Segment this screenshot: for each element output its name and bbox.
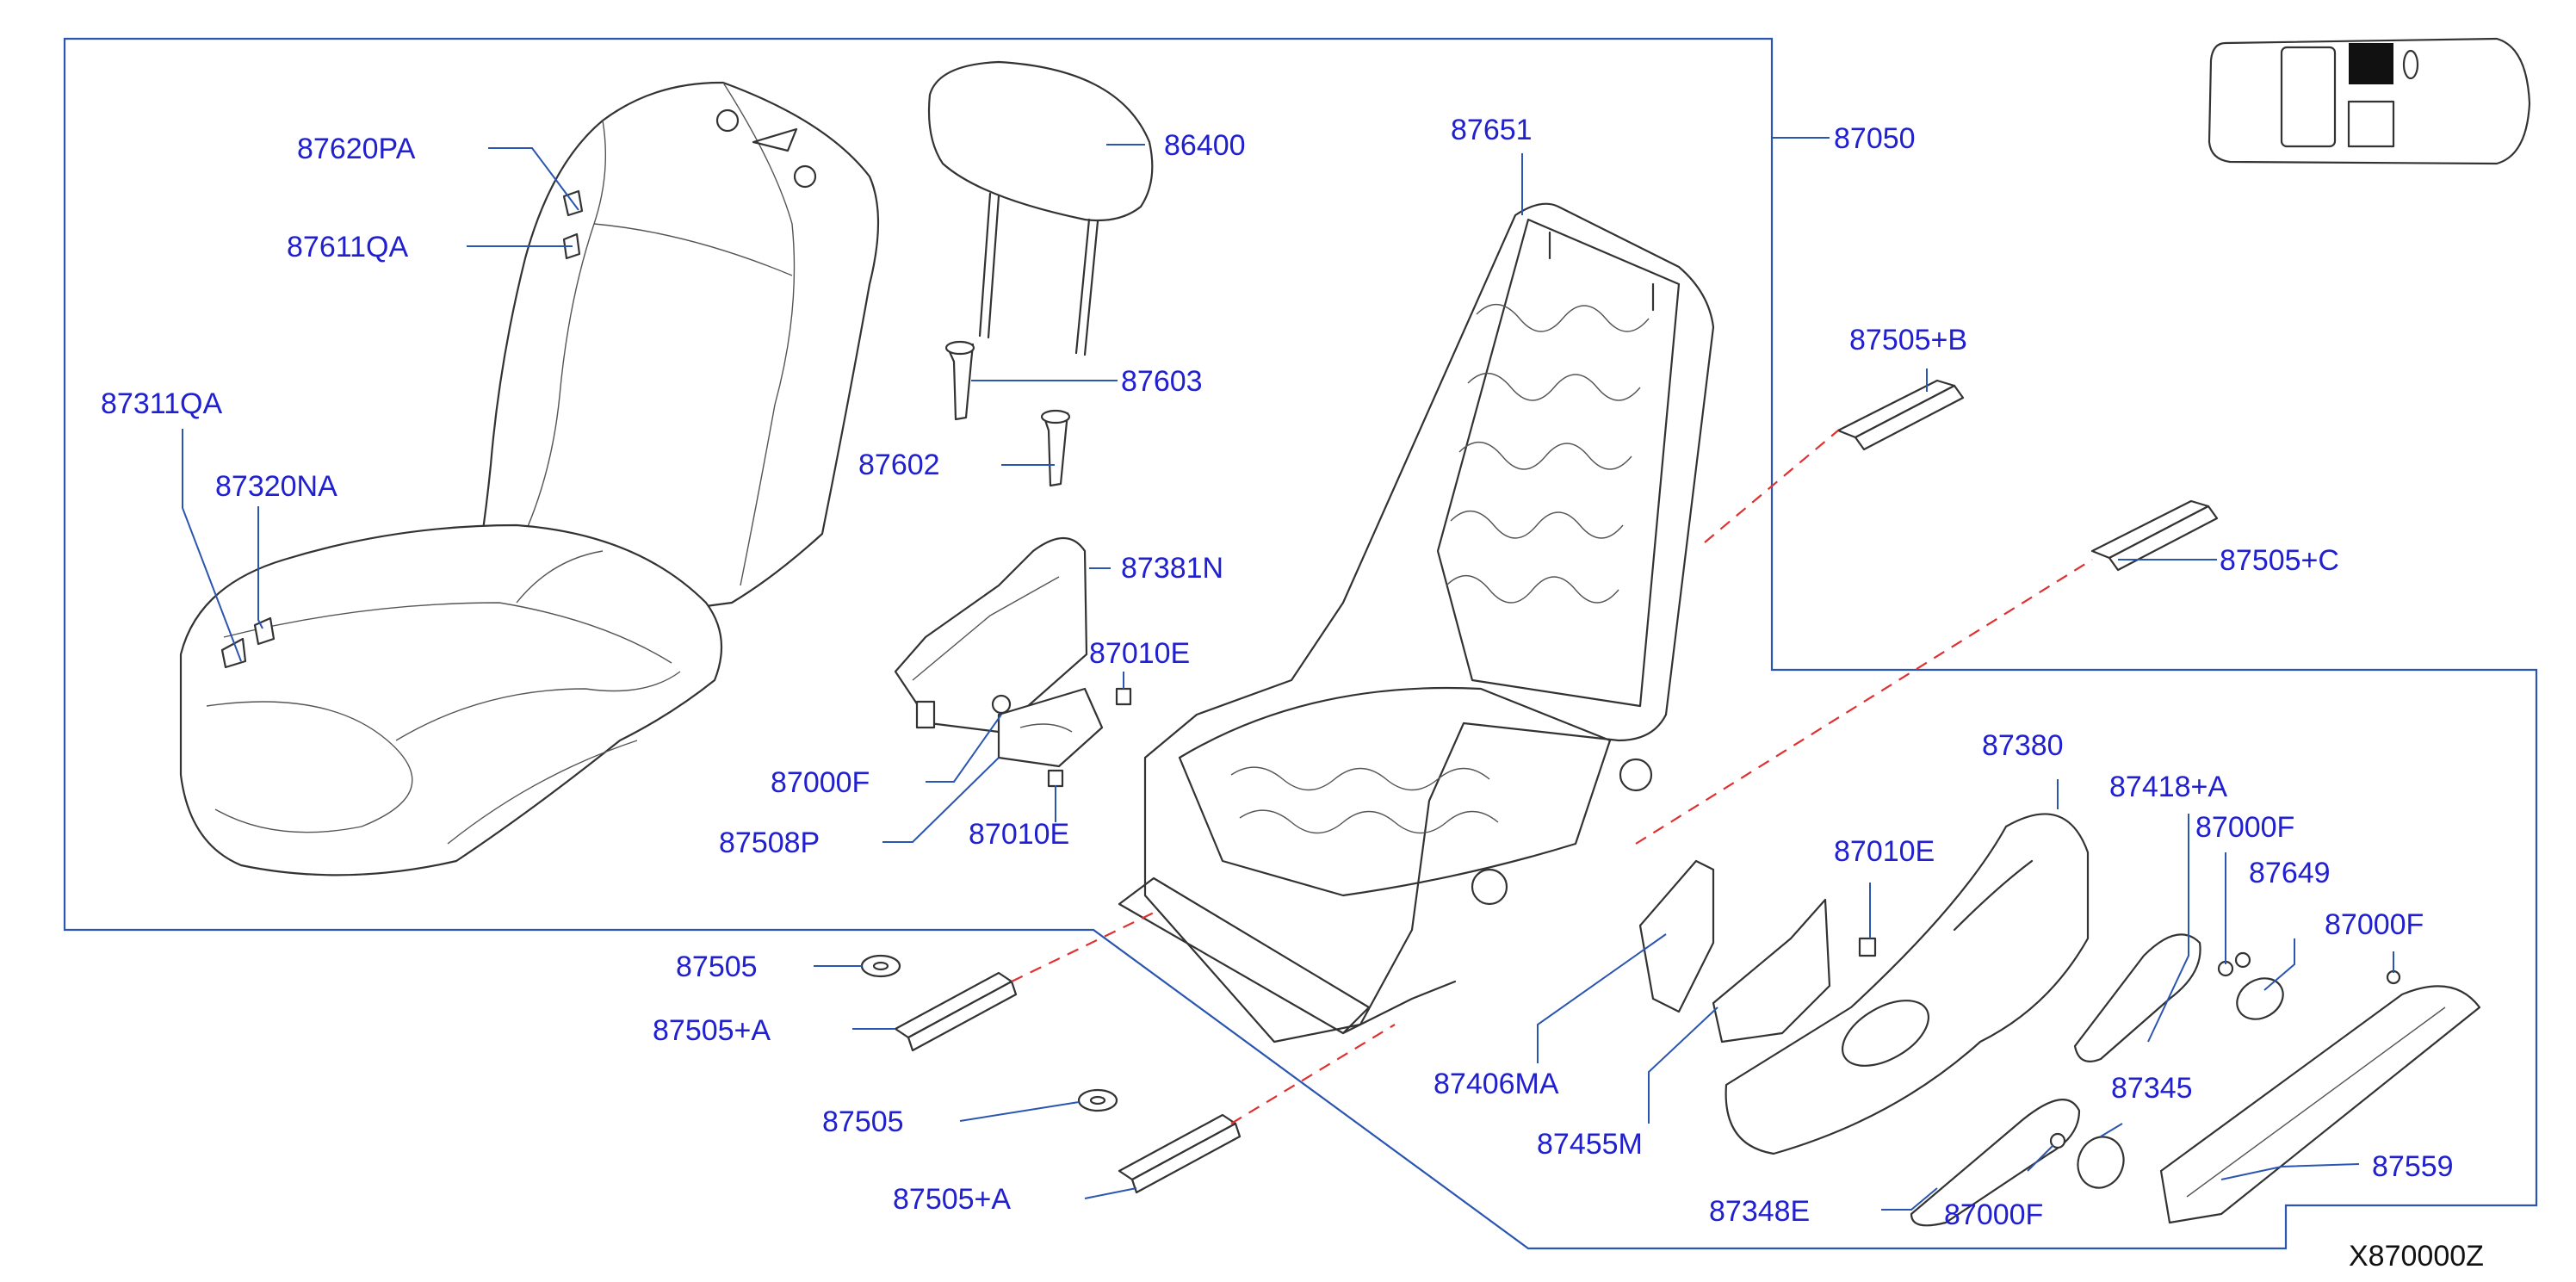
label-87603: 87603	[1121, 365, 1203, 398]
label-87455M: 87455M	[1537, 1128, 1643, 1161]
label-87611QA: 87611QA	[287, 231, 408, 263]
projection-line-1	[1011, 912, 1155, 982]
leader-lines	[182, 137, 2394, 1211]
outer-finisher-87380	[1725, 813, 2090, 1155]
label-87505-washer-a: 87505	[676, 951, 758, 983]
label-87418-a: 87418+A	[2109, 771, 2227, 803]
rail-cover-b	[1836, 379, 1965, 451]
label-87505-b: 87505+B	[1849, 324, 1967, 356]
projection-line-4	[1635, 559, 2093, 845]
label-87000F-d: 87000F	[1944, 1198, 2043, 1231]
label-87311QA: 87311QA	[101, 387, 222, 420]
seatback-trim	[463, 81, 880, 644]
clip-87508P	[997, 687, 1104, 768]
headrest-guide-free	[944, 340, 975, 421]
screw-87000F-a	[991, 694, 1012, 715]
label-87348E: 87348E	[1709, 1195, 1810, 1228]
label-86400: 86400	[1164, 129, 1246, 162]
rail-finisher-87559	[2159, 985, 2481, 1224]
label-87380: 87380	[1982, 729, 2064, 762]
seat-frame	[1118, 202, 1715, 1044]
screw-87000F-c	[2386, 969, 2401, 985]
rail-cover-c	[2090, 499, 2219, 572]
cap-87649	[2236, 977, 2284, 1020]
diagram-code: X870000Z	[2349, 1240, 2484, 1273]
knob-87418A	[2073, 933, 2201, 1062]
label-87602: 87602	[858, 449, 940, 481]
projection-line-2	[1230, 1024, 1396, 1124]
label-87345: 87345	[2111, 1072, 2193, 1105]
seat-cushion-trim	[179, 523, 723, 876]
label-87010E-c: 87010E	[1834, 835, 1935, 868]
label-87010E-a: 87010E	[1089, 637, 1190, 670]
side-finisher-inner	[894, 537, 1104, 768]
label-87505-c: 87505+C	[2220, 544, 2339, 577]
screw-87000F-b2	[2234, 951, 2251, 969]
headrest-guide-lock	[1040, 409, 1071, 487]
label-87050: 87050	[1834, 122, 1916, 155]
rail-cover-a-2	[1118, 1113, 1242, 1194]
cap-87345	[2077, 1136, 2125, 1189]
label-87649: 87649	[2249, 857, 2331, 889]
clip-87010E-c	[1858, 937, 1877, 957]
label-87000F-a: 87000F	[771, 766, 870, 799]
screw-87000F-d	[2049, 1132, 2066, 1149]
clip-87010E-a	[1115, 687, 1132, 706]
assembly-frame-87050	[63, 37, 2538, 1250]
rail-cover-a-1	[894, 971, 1018, 1052]
label-87381N: 87381N	[1121, 552, 1223, 585]
label-87000F-c: 87000F	[2325, 908, 2424, 941]
label-87505-a-2: 87505+A	[893, 1183, 1011, 1216]
label-87651: 87651	[1451, 114, 1533, 146]
headrest	[927, 60, 1154, 356]
lever-87348E	[1910, 1099, 2081, 1227]
clip-87010E-b	[1047, 769, 1064, 788]
projection-line-3	[1704, 430, 1839, 543]
finisher-87406MA	[1638, 859, 1715, 1013]
washer-87505-b	[1077, 1088, 1118, 1112]
label-87320NA: 87320NA	[215, 470, 337, 503]
label-87505-washer-b: 87505	[822, 1105, 904, 1138]
label-87406MA: 87406MA	[1434, 1068, 1559, 1100]
label-87000F-b: 87000F	[2195, 811, 2294, 844]
label-87505-a-1: 87505+A	[653, 1014, 771, 1047]
washer-87505-a	[860, 954, 901, 978]
bracket-87455M	[1712, 898, 1831, 1044]
vehicle-top-view-icon	[2208, 37, 2531, 165]
label-87010E-b: 87010E	[969, 818, 1069, 851]
label-87620PA: 87620PA	[297, 133, 416, 165]
label-87559: 87559	[2372, 1150, 2454, 1183]
label-87508P: 87508P	[719, 827, 820, 859]
